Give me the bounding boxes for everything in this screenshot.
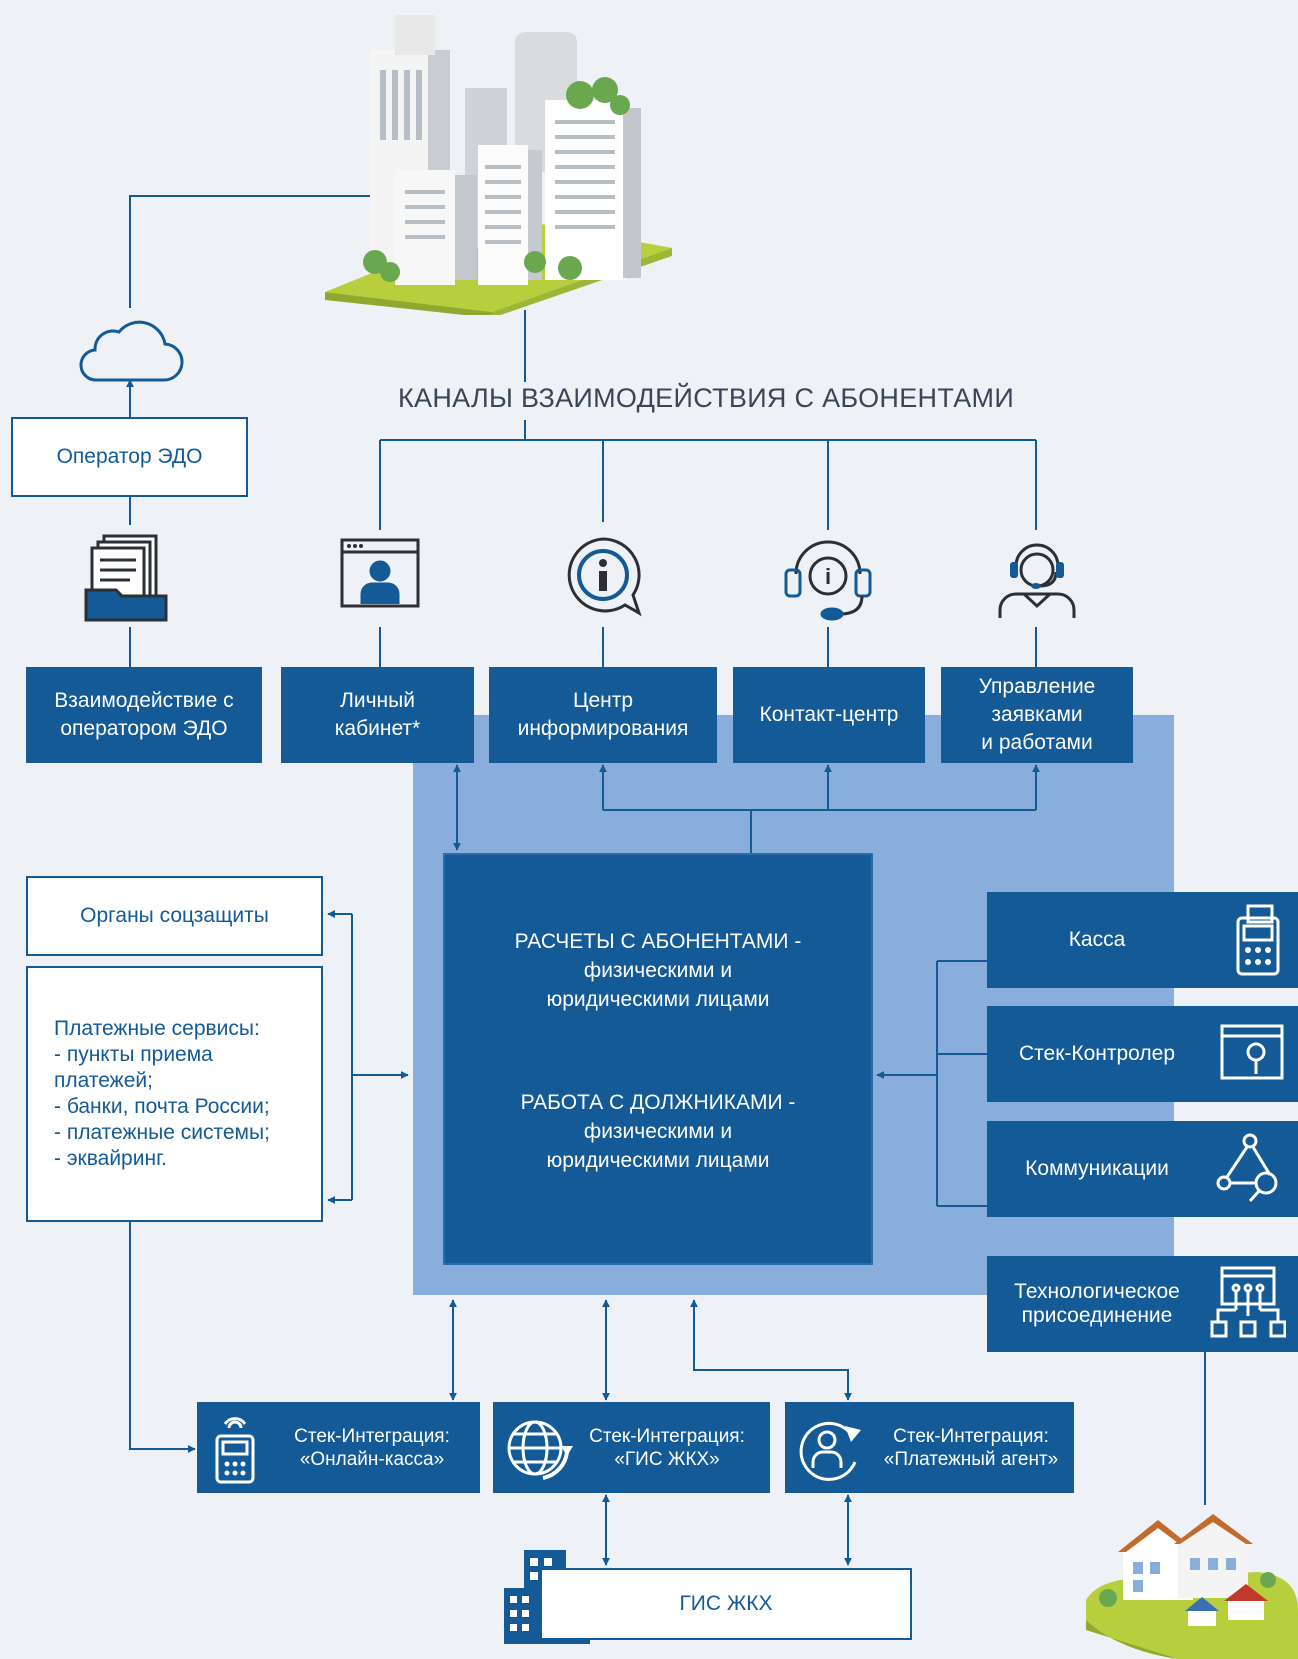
city-buildings-illustration	[325, 15, 672, 315]
channels-heading: КАНАЛЫ ВЗАИМОДЕЙСТВИЯ С АБОНЕНТАМИ	[398, 383, 1015, 413]
right-item-communications: Коммуникации	[987, 1121, 1298, 1217]
svg-text:i: i	[825, 564, 831, 589]
globe-arrow-icon	[507, 1420, 573, 1480]
headset-info-icon: i	[784, 540, 872, 621]
gis-zhkh-box: ГИС ЖКХ	[540, 1568, 912, 1640]
channel-contact-center: Контакт-центр	[733, 667, 925, 763]
channel-personal-cabinet: Личный кабинет*	[281, 667, 474, 763]
right-item-label: Коммуникации	[1025, 1157, 1169, 1180]
billing-core-box: РАСЧЕТЫ С АБОНЕНТАМИ - физическими и юри…	[443, 853, 873, 1265]
right-item-cashbox: Касса	[987, 892, 1298, 988]
billing-block-text: РАСЧЕТЫ С АБОНЕНТАМИ - физическими и юри…	[514, 930, 802, 1011]
integration-payment-agent: Стек-Интеграция: «Платежный агент»	[785, 1402, 1074, 1493]
right-item-label: Технологическое присоединение	[1014, 1280, 1180, 1327]
right-item-label: Стек-Контролер	[1018, 1042, 1176, 1065]
cash-register-icon	[1236, 904, 1280, 976]
inspect-window-icon	[1220, 1024, 1284, 1080]
integration-gis-zhkh: Стек-Интеграция: «ГИС ЖКХ»	[493, 1402, 770, 1493]
integration-online-cash: Стек-Интеграция: «Онлайн-касса»	[197, 1402, 480, 1493]
connection-schema-icon	[1210, 1266, 1286, 1338]
social-protection-box: Органы соцзащиты	[26, 876, 323, 956]
integration-label: Стек-Интеграция: «Платежный агент»	[883, 1425, 1059, 1470]
right-item-label: Касса	[1068, 928, 1126, 951]
user-window-icon	[340, 538, 420, 608]
operator-headset-icon	[998, 543, 1076, 618]
channel-info-center: Центр информирования	[489, 667, 717, 763]
integration-label: Стек-Интеграция: «ГИС ЖКХ»	[589, 1425, 745, 1470]
right-item-stek-controller: Стек-Контролер	[987, 1006, 1298, 1102]
documents-folder-icon	[84, 534, 168, 622]
integration-label: Стек-Интеграция: «Онлайн-касса»	[294, 1425, 450, 1470]
network-search-icon	[1216, 1133, 1278, 1203]
right-item-tech-connection: Технологическое присоединение	[987, 1256, 1298, 1352]
houses-illustration	[1086, 1514, 1298, 1659]
debtors-block-text: РАБОТА С ДОЛЖНИКАМИ - физическими и юрид…	[520, 1091, 796, 1172]
online-cash-icon	[215, 1416, 255, 1483]
edo-operator-box: Оператор ЭДО	[11, 417, 248, 497]
edo-interaction-box: Взаимодействие с оператором ЭДО	[26, 667, 262, 763]
info-bubble-icon	[567, 537, 642, 617]
person-arrow-icon	[799, 1421, 861, 1481]
channel-request-management: Управление заявками и работами	[941, 667, 1133, 763]
payment-services-box: Платежные сервисы: - пункты приема плате…	[26, 966, 323, 1222]
cloud-icon	[79, 320, 184, 382]
